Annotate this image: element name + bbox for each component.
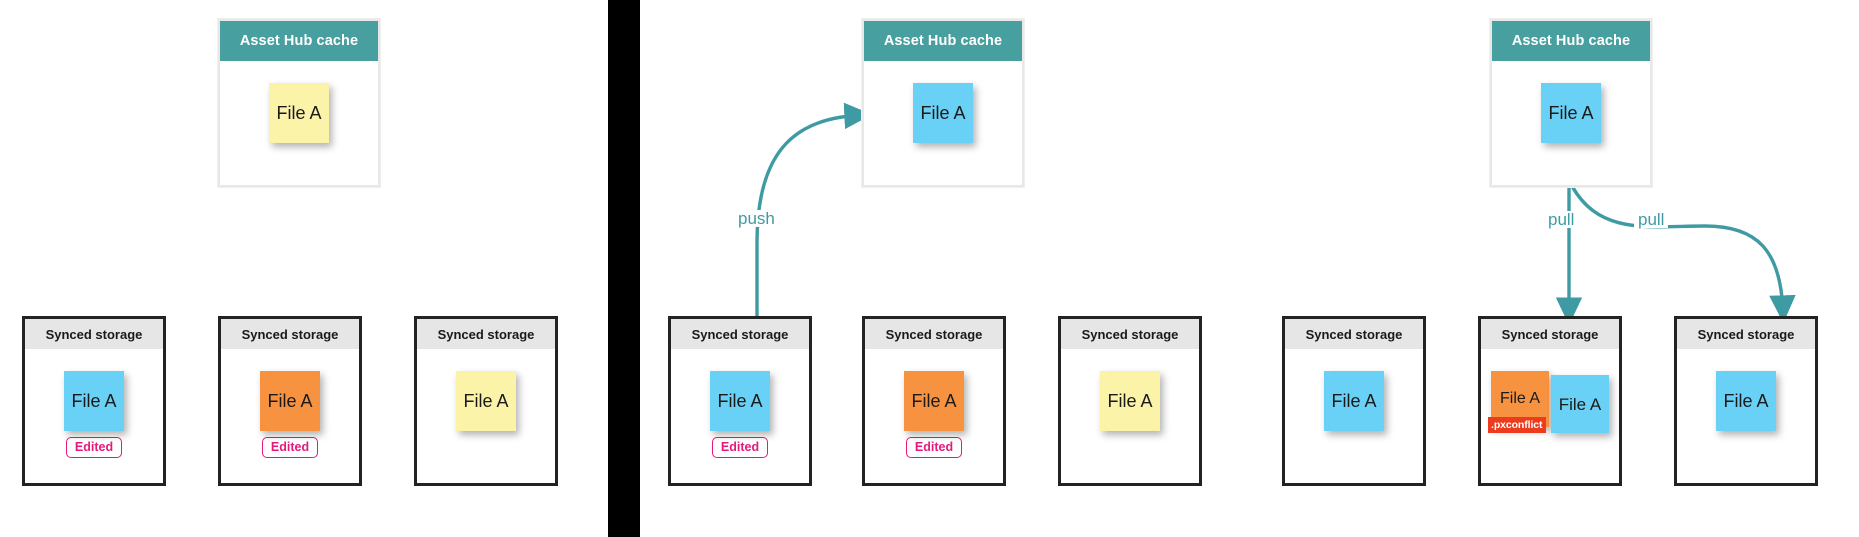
file-label: File A	[1558, 394, 1602, 414]
cache-title: Asset Hub cache	[864, 21, 1022, 61]
file-label: File A	[717, 391, 763, 411]
storage-body: File A	[417, 349, 555, 483]
edited-badge: Edited	[711, 437, 769, 459]
synced-storage-card[interactable]: Synced storage File A	[1058, 316, 1202, 486]
synced-storage-card[interactable]: Synced storage File A	[1282, 316, 1426, 486]
file-label: File A	[920, 103, 966, 123]
pxconflict-badge: .pxconflict	[1488, 416, 1547, 433]
edited-badge: Edited	[65, 437, 123, 459]
file-note-blue[interactable]: File A	[913, 83, 973, 143]
storage-title: Synced storage	[417, 319, 555, 349]
cache-body: File A	[220, 61, 378, 185]
panel-divider	[608, 0, 640, 537]
storage-body: File A .pxconflict File A	[1481, 349, 1619, 483]
pull-arrow-label-left: pull	[1544, 211, 1579, 228]
synced-storage-card[interactable]: Synced storage File A	[414, 316, 558, 486]
asset-hub-cache-card[interactable]: Asset Hub cache File A	[218, 19, 380, 187]
storage-body: File A Edited	[865, 349, 1003, 483]
storage-body: File A	[1061, 349, 1199, 483]
storage-body: File A Edited	[221, 349, 359, 483]
file-note-orange[interactable]: File A	[904, 371, 964, 431]
file-note-blue[interactable]: File A	[1551, 375, 1609, 433]
pull-arrow-label-right: pull	[1634, 211, 1669, 228]
storage-title: Synced storage	[1061, 319, 1199, 349]
edited-badge: Edited	[905, 437, 963, 459]
file-label: File A	[1499, 390, 1540, 407]
synced-storage-card[interactable]: Synced storage File A Edited	[218, 316, 362, 486]
file-note-blue[interactable]: File A	[64, 371, 124, 431]
synced-storage-card-conflict[interactable]: Synced storage File A .pxconflict File A	[1478, 316, 1622, 486]
file-note-yellow[interactable]: File A	[1100, 371, 1160, 431]
file-label: File A	[1331, 391, 1377, 411]
storage-body: File A Edited	[25, 349, 163, 483]
panel-pull: Asset Hub cache File A Synced storage Fi…	[1250, 0, 1859, 537]
synced-storage-card[interactable]: Synced storage File A	[1674, 316, 1818, 486]
file-note-orange[interactable]: File A	[260, 371, 320, 431]
storage-body: File A Edited	[671, 349, 809, 483]
storage-title: Synced storage	[671, 319, 809, 349]
file-note-blue[interactable]: File A	[1541, 83, 1601, 143]
storage-title: Synced storage	[1481, 319, 1619, 349]
asset-hub-cache-card[interactable]: Asset Hub cache File A	[1490, 19, 1652, 187]
file-note-blue[interactable]: File A	[1324, 371, 1384, 431]
synced-storage-card[interactable]: Synced storage File A Edited	[22, 316, 166, 486]
file-label: File A	[1107, 391, 1153, 411]
storage-title: Synced storage	[221, 319, 359, 349]
synced-storage-card[interactable]: Synced storage File A Edited	[668, 316, 812, 486]
cache-body: File A	[864, 61, 1022, 185]
push-arrow-label: push	[734, 210, 779, 227]
file-label: File A	[71, 391, 117, 411]
cache-title: Asset Hub cache	[220, 21, 378, 61]
file-label: File A	[463, 391, 509, 411]
file-label: File A	[911, 391, 957, 411]
cache-body: File A	[1492, 61, 1650, 185]
file-label: File A	[1548, 103, 1594, 123]
storage-title: Synced storage	[25, 319, 163, 349]
file-note-orange-conflict[interactable]: File A .pxconflict	[1488, 371, 1549, 433]
file-label: File A	[276, 103, 322, 123]
panel-push: Asset Hub cache File A Synced storage Fi…	[640, 0, 1250, 537]
cache-title: Asset Hub cache	[1492, 21, 1650, 61]
file-note-blue[interactable]: File A	[1716, 371, 1776, 431]
file-label: File A	[267, 391, 313, 411]
storage-body: File A	[1285, 349, 1423, 483]
file-note-yellow[interactable]: File A	[269, 83, 329, 143]
storage-title: Synced storage	[865, 319, 1003, 349]
storage-body: File A	[1677, 349, 1815, 483]
storage-title: Synced storage	[1677, 319, 1815, 349]
storage-title: Synced storage	[1285, 319, 1423, 349]
file-note-blue[interactable]: File A	[710, 371, 770, 431]
file-label: File A	[1723, 391, 1769, 411]
file-note-yellow[interactable]: File A	[456, 371, 516, 431]
edited-badge: Edited	[261, 437, 319, 459]
panel-before-sync: Asset Hub cache File A Synced storage Fi…	[0, 0, 608, 537]
synced-storage-card[interactable]: Synced storage File A Edited	[862, 316, 1006, 486]
asset-hub-cache-card[interactable]: Asset Hub cache File A	[862, 19, 1024, 187]
